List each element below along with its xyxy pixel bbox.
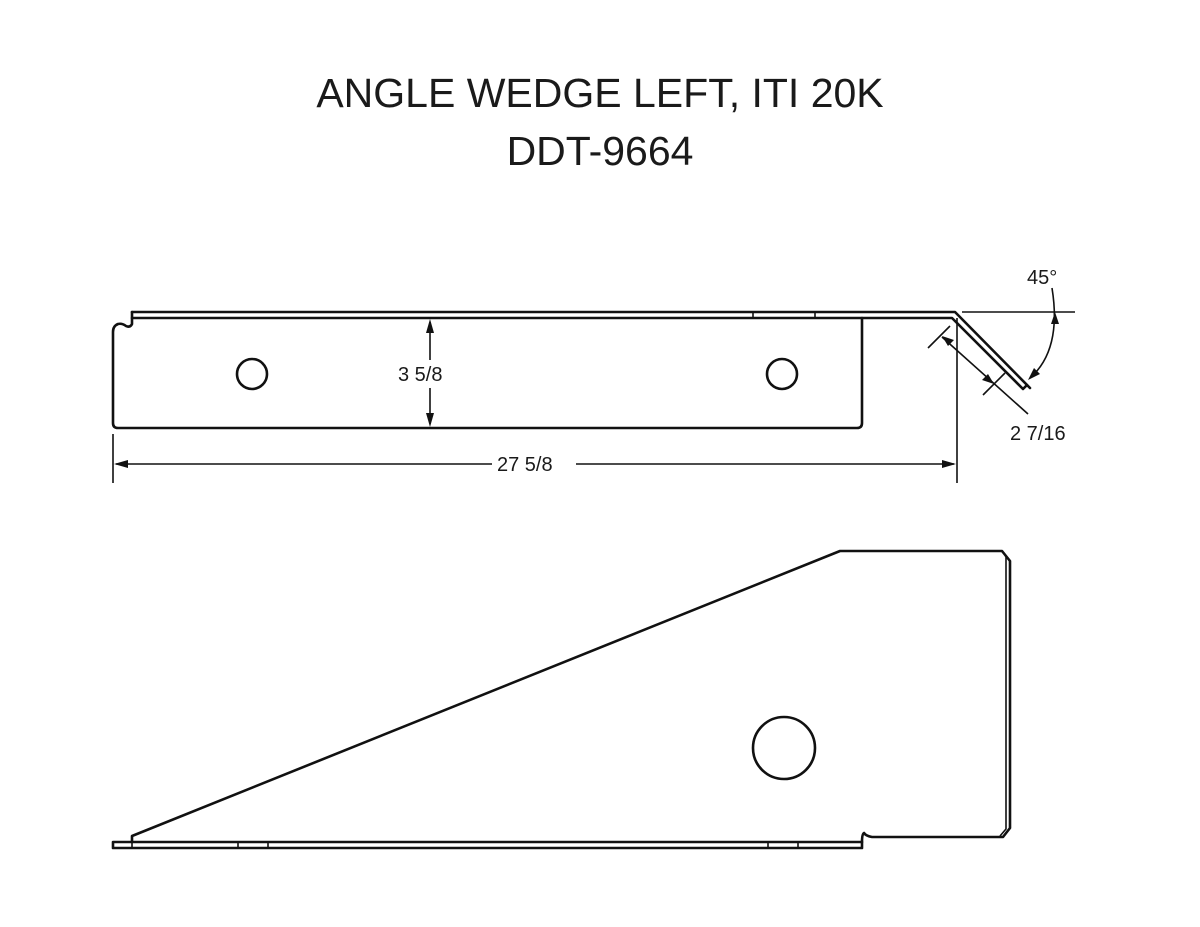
arrow-down-icon — [426, 413, 434, 427]
wedge-hole — [751, 715, 817, 781]
mounting-hole — [765, 357, 799, 391]
length-dim-label: 27 5/8 — [497, 454, 553, 476]
wedge-outline — [130, 549, 1012, 844]
top-flange-inner-edge — [130, 316, 1029, 391]
top-view: 3 5/8 27 5/8 45° 2 7/16 — [111, 267, 1075, 483]
arrow-up-icon — [426, 319, 434, 333]
arrow-up-icon — [1051, 312, 1059, 324]
top-flange-outer-edge — [130, 310, 1032, 390]
part-number: DDT-9664 — [506, 128, 694, 174]
bottom-flange — [111, 840, 864, 850]
height-dim-label: 3 5/8 — [398, 364, 442, 386]
side-view — [111, 549, 1012, 850]
arrow-icon — [982, 374, 994, 384]
wedge-bend-inner — [999, 552, 1007, 837]
arrow-left-icon — [114, 460, 128, 468]
drawing-title: ANGLE WEDGE LEFT, ITI 20K — [316, 70, 884, 116]
flange-dim-line — [941, 336, 1029, 415]
extension-line — [927, 325, 951, 349]
arrow-down-icon — [1028, 368, 1040, 380]
arrow-right-icon — [942, 460, 956, 468]
angle-arc — [1029, 287, 1056, 379]
flange-dim-label: 2 7/16 — [1010, 423, 1066, 445]
arrow-icon — [942, 336, 954, 346]
plate-outline — [111, 310, 864, 430]
angle-dim-label: 45° — [1027, 267, 1057, 289]
mounting-hole — [235, 357, 269, 391]
